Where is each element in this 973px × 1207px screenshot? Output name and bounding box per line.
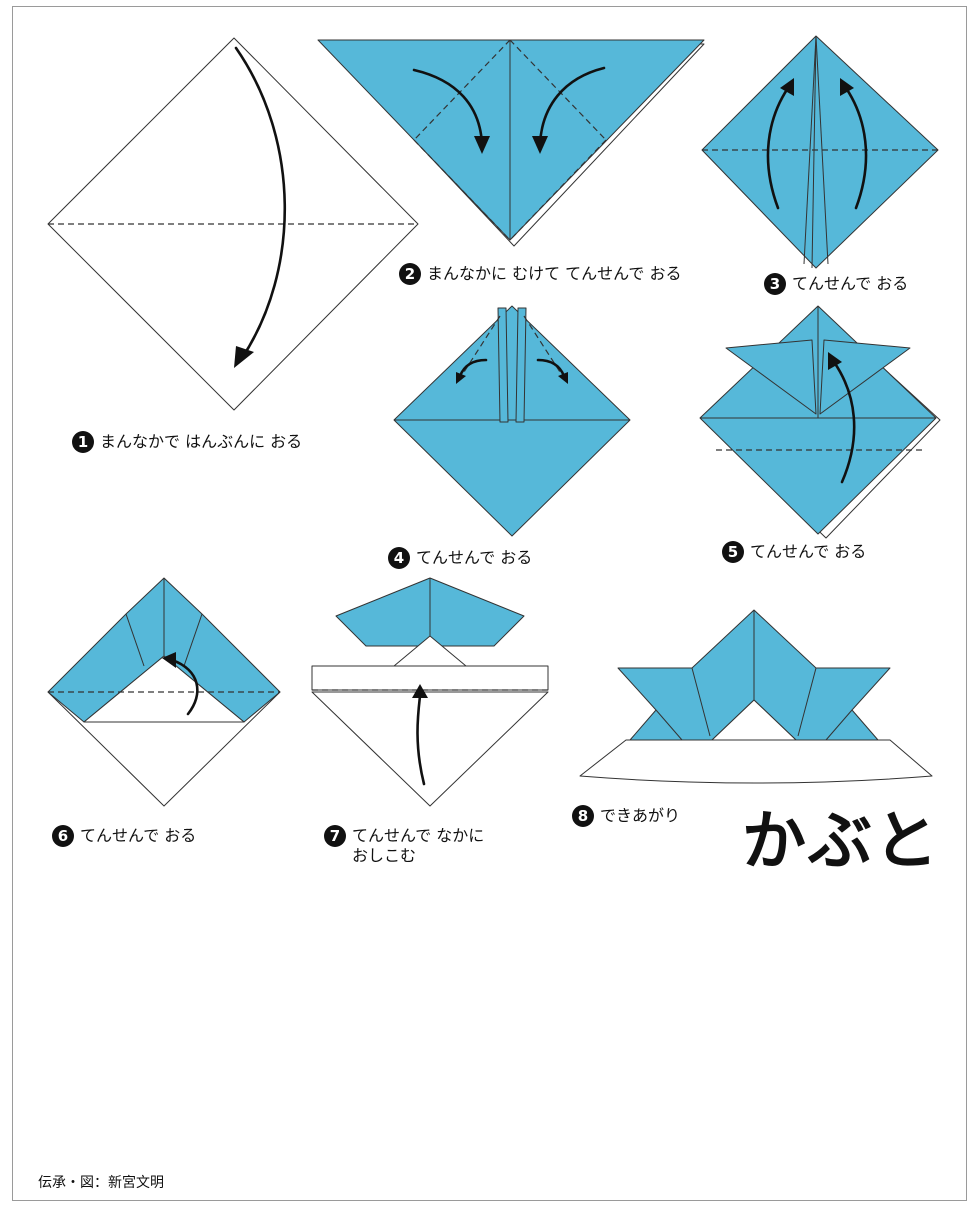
step-8-number: 8 xyxy=(572,805,594,827)
step-5-diagram xyxy=(694,302,950,542)
step-6-caption: 6 てんせんで おる xyxy=(52,826,196,847)
step-6-diagram xyxy=(40,574,290,814)
step-4-number: 4 xyxy=(388,547,410,569)
step-7-text-line2: おしこむ xyxy=(352,846,484,866)
step-8-text: できあがり xyxy=(600,806,680,826)
step-1-text: まんなかで はんぶんに おる xyxy=(100,432,302,452)
step-2-diagram xyxy=(312,36,712,251)
step-8-caption: 8 できあがり xyxy=(572,806,680,827)
step-7-caption: 7 てんせんで なかに おしこむ xyxy=(324,826,484,866)
step-5-caption: 5 てんせんで おる xyxy=(722,542,866,563)
step-5-number: 5 xyxy=(722,541,744,563)
center-flap-right xyxy=(516,308,526,422)
step-7-diagram xyxy=(306,574,556,814)
paper-body xyxy=(394,306,630,536)
step-4-diagram xyxy=(388,302,638,542)
step-2-text: まんなかに むけて てんせんで おる xyxy=(427,264,681,284)
paper-diamond xyxy=(702,36,938,268)
step-7-text: てんせんで なかに xyxy=(352,826,484,846)
step-5-text: てんせんで おる xyxy=(750,542,866,562)
step-3-number: 3 xyxy=(764,273,786,295)
page-title: かぶと xyxy=(742,806,940,878)
step-7-number: 7 xyxy=(324,825,346,847)
center-flap-left xyxy=(498,308,508,422)
credit-text: 伝承・図：新宮文明 xyxy=(38,1172,164,1192)
step-2-number: 2 xyxy=(399,263,421,285)
step-4-caption: 4 てんせんで おる xyxy=(388,548,532,569)
step-7-text-block: てんせんで なかに おしこむ xyxy=(352,826,484,866)
paper-triangle xyxy=(318,40,704,240)
step-6-text: てんせんで おる xyxy=(80,826,196,846)
paper-brim xyxy=(580,740,932,783)
step-3-caption: 3 てんせんで おる xyxy=(764,274,908,295)
step-1-number: 1 xyxy=(72,431,94,453)
step-4-text: てんせんで おる xyxy=(416,548,532,568)
step-1-caption: 1 まんなかで はんぶんに おる xyxy=(72,432,302,453)
step-3-text: てんせんで おる xyxy=(792,274,908,294)
step-6-number: 6 xyxy=(52,825,74,847)
step-2-caption: 2 まんなかに むけて てんせんで おる xyxy=(399,264,681,285)
paper-band xyxy=(312,666,548,690)
paper-lower xyxy=(312,692,548,806)
step-8-diagram xyxy=(572,604,942,794)
step-3-diagram xyxy=(696,30,946,275)
